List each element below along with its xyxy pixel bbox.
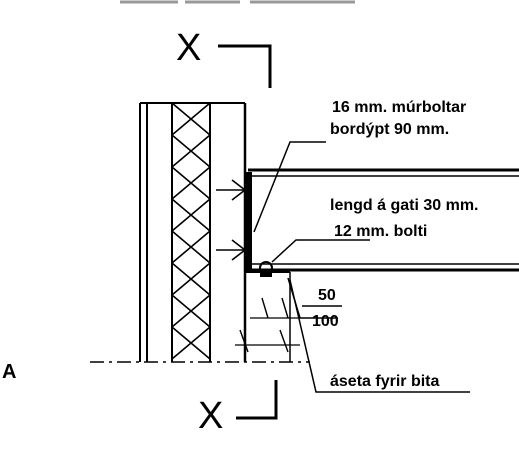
annotation-dim-50: 50: [318, 287, 336, 304]
beam-seat-block: [235, 271, 300, 362]
annotation-embed-depth: bordýpt 90 mm.: [330, 121, 449, 138]
section-mark-bottom-line: [236, 380, 278, 420]
wall: [139, 102, 247, 362]
section-mark-top: X: [176, 27, 201, 69]
bolt-head: [260, 272, 272, 277]
leader-lines: [253, 141, 470, 393]
section-mark-top-line: [218, 44, 272, 88]
annotation-hole-length: lengd á gati 30 mm.: [330, 197, 478, 214]
steel-plate: [245, 172, 252, 272]
beam: [248, 168, 519, 272]
annotation-bolts: 16 mm. múrboltar: [332, 99, 466, 116]
section-mark-bottom: X: [198, 395, 223, 437]
annotation-dim-100: 100: [312, 313, 339, 330]
insulation-zigzag: [170, 102, 212, 360]
corner-label: A: [2, 361, 16, 383]
annotation-beam-seat: áseta fyrir bita: [330, 373, 439, 390]
anchor-bolts: [216, 179, 246, 261]
annotation-bolt: 12 mm. bolti: [334, 223, 427, 240]
